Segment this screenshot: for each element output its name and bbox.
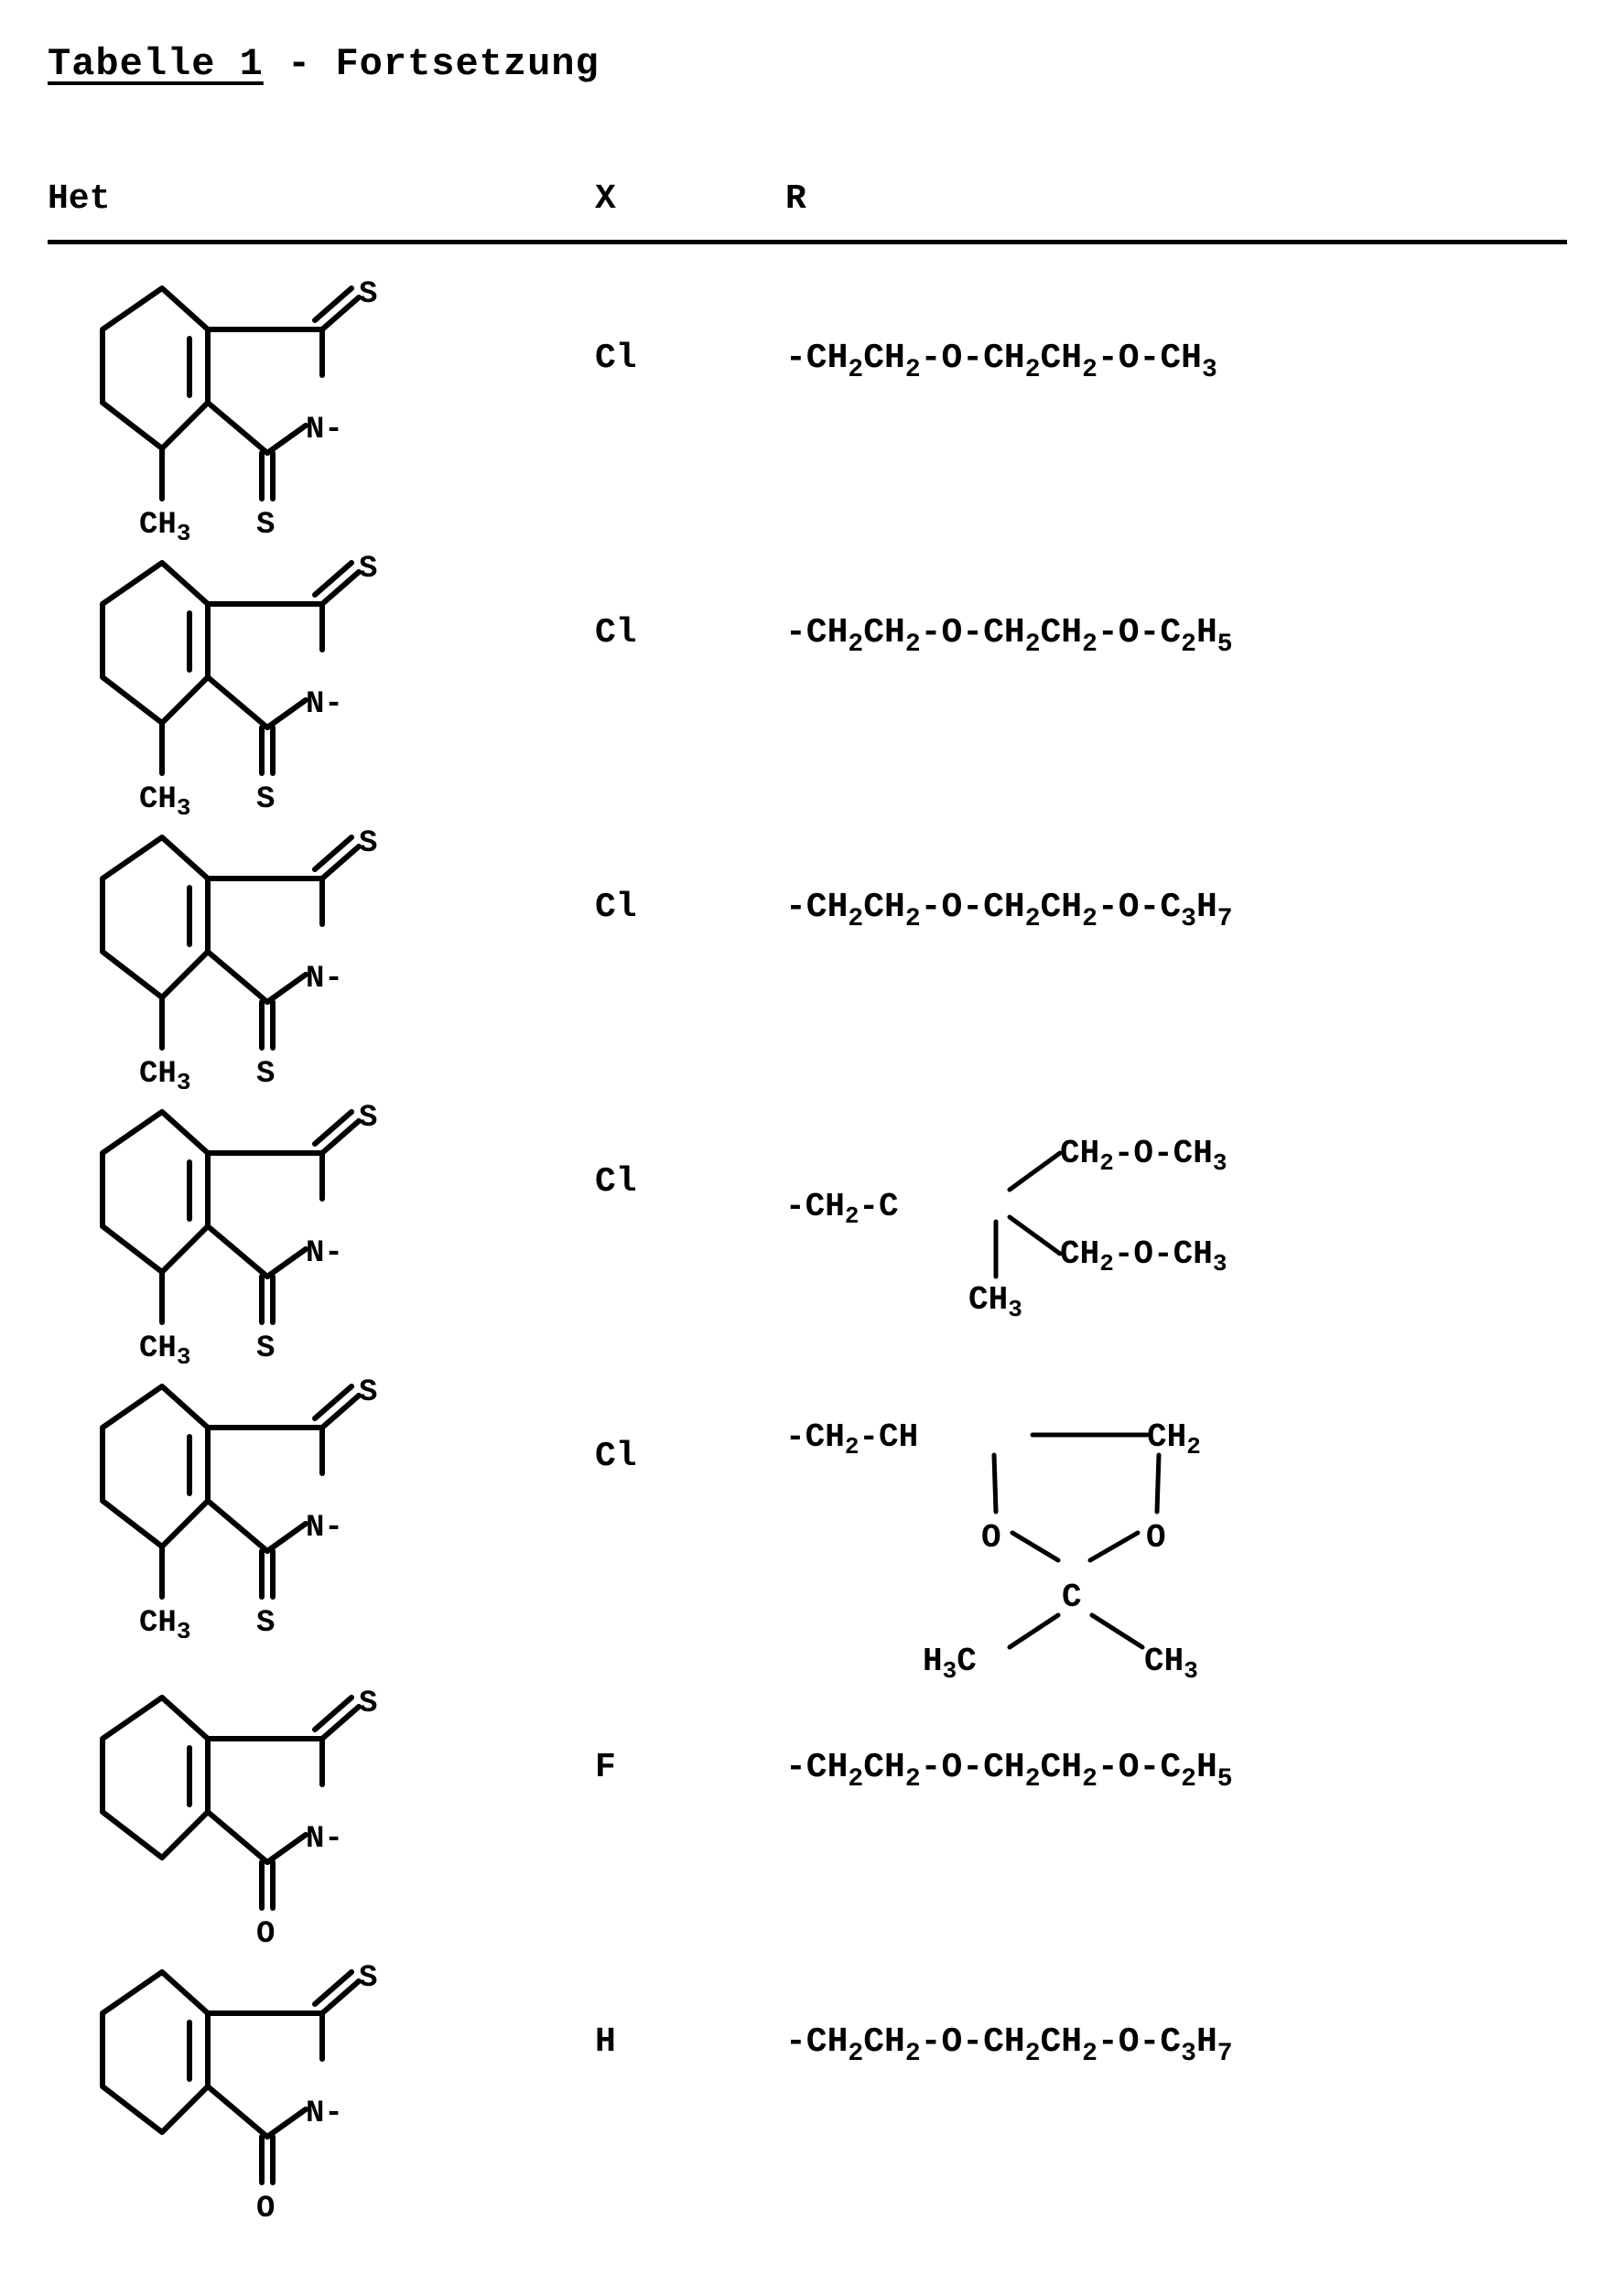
page-title: Tabelle 1 - Fortsetzung [48,42,600,86]
table-label: Tabelle 1 [48,42,264,86]
methyl-label: CH3 [139,1057,190,1089]
bottom-substituent-label: S [256,782,275,814]
bottom-substituent-label: S [256,1331,275,1364]
het-structure-3: S N- S CH3 [100,1101,377,1371]
r-left-chain: -CH2-CH [785,1418,918,1461]
nitrogen-label: N- [306,1511,343,1546]
nitrogen-label: N- [306,687,343,722]
header-rule [48,240,1567,244]
nitrogen-label: N- [306,1822,343,1857]
methyl-label: CH3 [139,782,190,814]
r-ring-oxygen-left: O [981,1519,1001,1557]
r-value: -CH2CH2-O-CH2CH2-O-C2H5 [785,1748,1233,1794]
het-structure-0: S N- S CH3 [100,277,377,547]
r-ring-ch2: CH2 [1147,1418,1201,1461]
r-value: -CH2CH2-O-CH2CH2-O-CH3 [785,339,1217,384]
column-header-x: X [595,179,616,219]
het-structure-4: S N- S CH3 [100,1375,377,1645]
column-header-het: Het [48,179,111,219]
bottom-substituent-label: O [256,2192,275,2224]
x-value: Cl [595,1437,637,1476]
nitrogen-label: N- [306,1236,343,1271]
het-structure-1: S N- S CH3 [100,552,377,822]
nitrogen-label: N- [306,413,343,447]
het-cell: S N- S CH3 [48,1373,432,1645]
r-value: -CH2CH2-O-CH2CH2-O-C3H7 [785,2022,1233,2068]
r-down-branch: CH3 [968,1281,1022,1318]
thione-s-label: S [359,552,377,587]
x-value: Cl [595,888,637,927]
bottom-substituent-label: S [256,508,275,540]
thione-s-label: S [359,1101,377,1136]
x-value: Cl [595,613,637,652]
het-structure-5: S N- O [100,1687,377,1952]
nitrogen-label: N- [306,962,343,997]
thione-s-label: S [359,1375,377,1410]
bottom-substituent-label: O [256,1917,275,1949]
bottom-substituent-label: S [256,1057,275,1089]
r-upper-branch: CH2-O-CH3 [1060,1135,1227,1177]
r-value: -CH2CH2-O-CH2CH2-O-C2H5 [785,613,1233,659]
methyl-label: CH3 [139,1331,190,1364]
het-structure-2: S N- S CH3 [100,826,377,1096]
het-structure-6: S N- O [100,1961,377,2226]
methyl-label: CH3 [139,1606,190,1638]
x-value: Cl [595,1162,637,1202]
het-cell: S N- S CH3 [48,824,432,1096]
r-methyl-left: H3C [923,1643,977,1684]
x-value: Cl [595,339,637,378]
het-cell: S N- S CH3 [48,275,432,547]
r-left-chain: -CH2-C [785,1188,899,1230]
r-ring-oxygen-right: O [1146,1519,1166,1557]
het-cell: S N- O [48,1958,432,2228]
r-structure-3: -CH2-C CH2-O-CH3 CH2-O-CH3 CH3 [785,1135,1227,1323]
bottom-substituent-label: S [256,1606,275,1638]
r-methyl-right: CH3 [1144,1643,1198,1684]
x-value: H [595,2022,616,2062]
het-cell: S N- S CH3 [48,549,432,822]
r-value: -CH2-CH CH2 O O C H3C CH3 [785,1382,1371,1695]
thione-s-label: S [359,826,377,861]
r-value: -CH2CH2-O-CH2CH2-O-C3H7 [785,888,1233,933]
x-value: F [595,1748,616,1787]
table-continuation: - Fortsetzung [263,42,600,86]
thione-s-label: S [359,277,377,312]
r-value: -CH2-C CH2-O-CH3 CH2-O-CH3 CH3 [785,1089,1371,1329]
r-structure-4: -CH2-CH CH2 O O C H3C CH3 [785,1418,1201,1685]
r-lower-branch: CH2-O-CH3 [1060,1235,1227,1277]
column-header-r: R [785,179,806,219]
r-ketal-carbon: C [1062,1579,1082,1616]
het-cell: S N- O [48,1684,432,1954]
nitrogen-label: N- [306,2097,343,2131]
het-cell: S N- S CH3 [48,1098,432,1371]
methyl-label: CH3 [139,508,190,540]
thione-s-label: S [359,1687,377,1721]
thione-s-label: S [359,1961,377,1996]
